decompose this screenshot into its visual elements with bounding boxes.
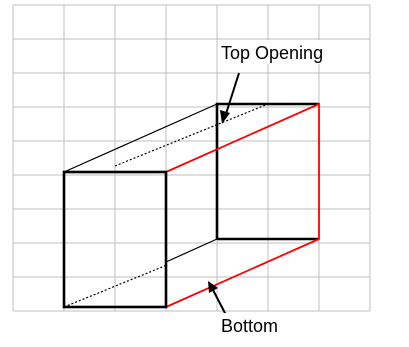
bottom-left-edge [165,238,218,263]
bottom-label-bg [219,313,297,337]
top-arrow-line [224,72,240,118]
top-arrow-head [220,110,230,124]
top-left-edge [63,103,218,173]
hidden-edge-bottom [63,264,168,308]
bottom-face-highlight [165,102,320,308]
back-face-outline [215,102,319,239]
top-label-bg [219,40,363,64]
bottom-label: Bottom [221,316,278,336]
bottom-arrow-line [211,287,227,316]
hidden-edge-top [114,103,269,167]
front-face [62,170,168,309]
bottom-arrow-head [208,281,218,293]
top-opening-label: Top Opening [221,43,323,63]
